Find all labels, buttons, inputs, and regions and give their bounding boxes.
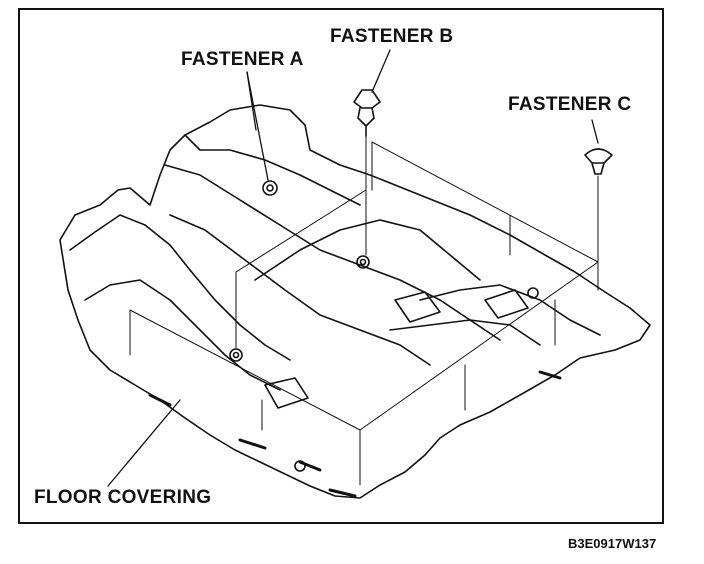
fastener-b-icon <box>353 89 381 137</box>
fastener-hole-icon <box>229 255 539 472</box>
figure-code: B3E0917W137 <box>568 536 657 551</box>
underside-shading <box>148 370 562 498</box>
center-tunnel-lower <box>169 214 431 366</box>
fastener-b-label: FASTENER B <box>330 26 454 47</box>
right-footwell-inner <box>389 319 541 346</box>
rear-section <box>184 134 361 206</box>
leader-lines <box>107 49 599 487</box>
fastener-c-icon <box>584 148 613 175</box>
seat-mount-block <box>484 289 529 319</box>
floor-covering-outline <box>59 104 651 499</box>
seat-mount-block <box>264 377 309 409</box>
left-footwell-inner <box>84 279 281 391</box>
fastener-a-icon <box>262 180 278 196</box>
diagram-frame <box>18 8 664 524</box>
fastener-c-label: FASTENER C <box>508 94 632 115</box>
left-footwell-edge <box>69 214 291 361</box>
fastener-a-label: FASTENER A <box>181 49 304 70</box>
center-tunnel <box>164 164 501 341</box>
right-footwell <box>419 284 601 336</box>
floor-covering-label: FLOOR COVERING <box>34 487 212 508</box>
tunnel-ridge <box>254 219 481 281</box>
reference-lines <box>129 135 599 486</box>
seat-mount-block <box>394 291 441 323</box>
